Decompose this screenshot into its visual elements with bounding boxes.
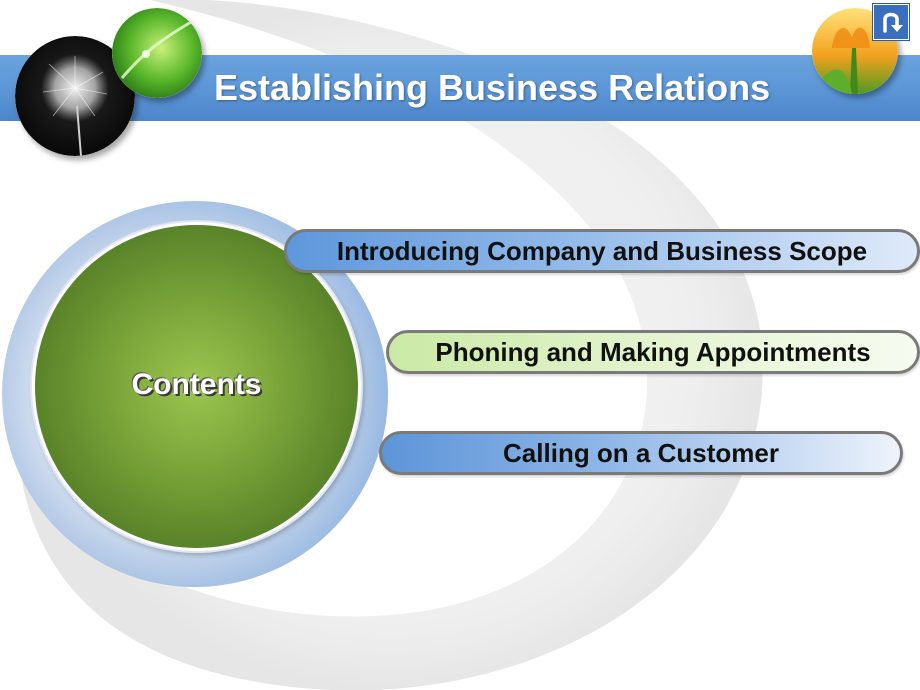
menu-item-introducing-company[interactable]: Introducing Company and Business Scope: [284, 229, 920, 273]
slide-title: Establishing Business Relations: [214, 67, 771, 108]
contents-circle: [32, 222, 361, 551]
menu-item-label: Phoning and Making Appointments: [435, 337, 871, 367]
green-leaf-photo: [112, 8, 202, 98]
menu-item-phoning-appointments[interactable]: Phoning and Making Appointments: [386, 330, 920, 374]
contents-label: Contents: [131, 368, 262, 401]
menu-item-label: Introducing Company and Business Scope: [336, 236, 868, 266]
return-button[interactable]: [873, 4, 909, 40]
menu-item-calling-customer[interactable]: Calling on a Customer: [379, 431, 903, 475]
menu-item-label: Calling on a Customer: [503, 438, 779, 468]
u-turn-return-icon: [883, 12, 903, 33]
